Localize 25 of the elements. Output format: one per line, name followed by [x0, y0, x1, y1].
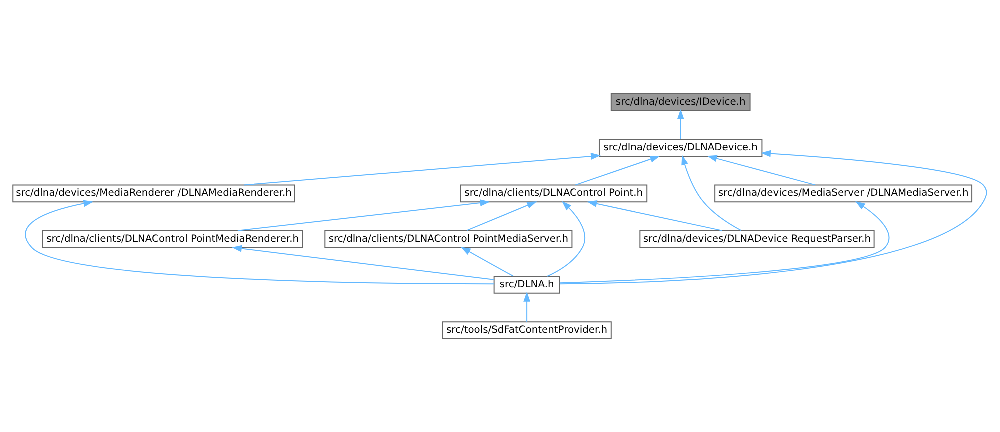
node-box: src/dlna/clients/DLNAControl PointMediaServer.h	[324, 230, 573, 248]
arrow	[237, 199, 490, 231]
node-box: src/dlna/devices/MediaServer /DLNAMediaServer.h	[714, 184, 973, 202]
node-box: src/dlna/devices/MediaRenderer /DLNAMediaRenderer.h	[12, 184, 296, 202]
arrow	[682, 154, 742, 231]
arrow	[575, 156, 660, 186]
arrow	[677, 108, 684, 140]
arrow	[559, 200, 890, 284]
node-box: src/dlna/clients/DLNAControl PointMediaRenderer.h	[42, 230, 304, 248]
arrow	[707, 154, 816, 186]
arrow	[232, 244, 495, 280]
arrow	[460, 246, 514, 276]
arrow	[466, 201, 538, 231]
arrow	[587, 200, 723, 231]
node-box: src/dlna/devices/IDevice.h	[610, 92, 751, 111]
node-box: src/DLNA.h	[494, 276, 560, 294]
node-box: src/tools/SdFatContentProvider.h	[442, 321, 612, 340]
arrow	[560, 150, 988, 284]
arrow	[25, 200, 494, 284]
node-box: src/dlna/devices/DLNADevice RequestParser.h	[640, 230, 875, 248]
arrow	[524, 291, 531, 322]
arrow	[547, 200, 586, 276]
node-box: src/dlna/devices/DLNADevice.h	[599, 138, 763, 156]
arrow	[243, 152, 601, 186]
node-box: src/dlna/clients/DLNAControl Point.h	[460, 184, 648, 202]
